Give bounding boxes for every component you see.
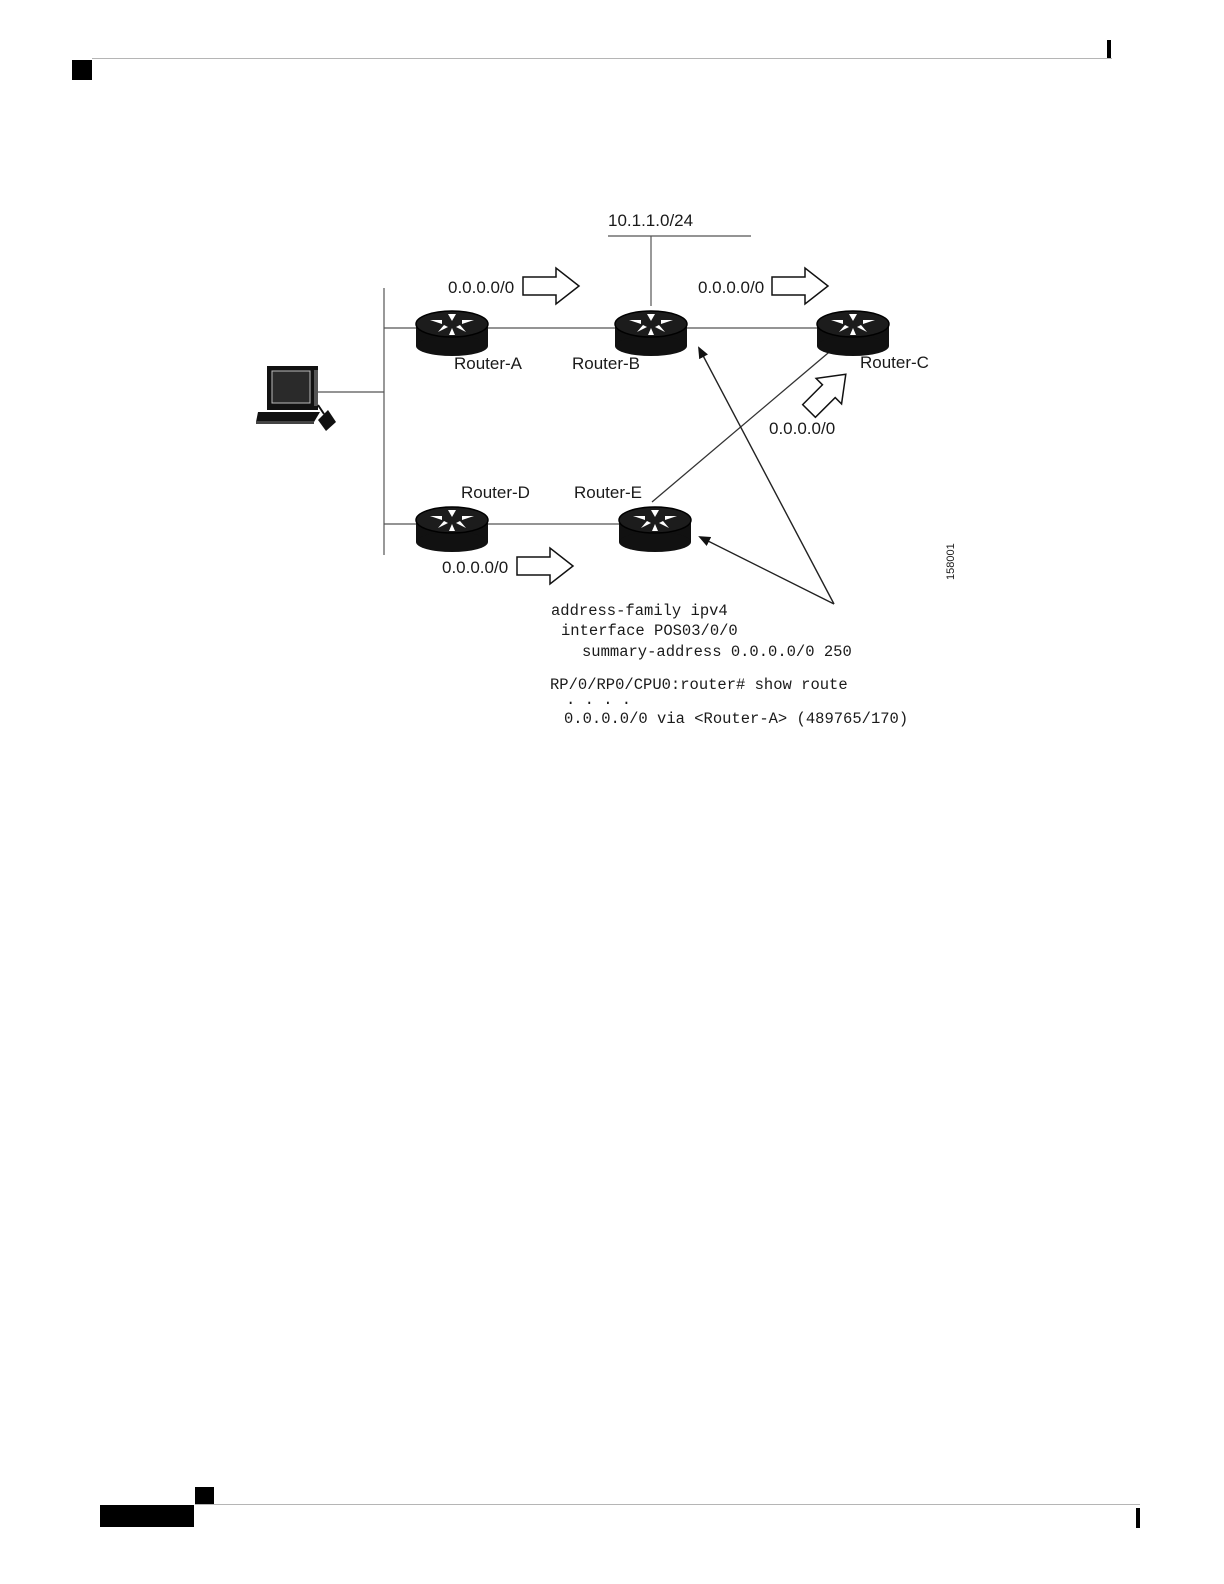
route-label-d-e: 0.0.0.0/0 <box>442 558 508 577</box>
workstation-icon <box>256 366 336 431</box>
router-e-label: Router-E <box>574 483 642 502</box>
config-line-address-family: address-family ipv4 <box>551 602 728 620</box>
hollow-arrow-icon-a-b <box>523 268 579 304</box>
hollow-arrow-icon-e-c <box>796 361 858 423</box>
route-label-e-c: 0.0.0.0/0 <box>769 419 835 438</box>
figure-id: 158001 <box>945 543 957 580</box>
router-c-label: Router-C <box>860 353 929 372</box>
callout-arrow-router-b <box>699 348 834 604</box>
cli-output-ellipsis: . . . . <box>566 691 631 709</box>
network-label: 10.1.1.0/24 <box>608 211 693 230</box>
router-a-icon <box>416 311 488 356</box>
router-c-icon <box>817 311 889 356</box>
router-e-icon <box>619 507 691 552</box>
hollow-arrow-icon-b-c <box>772 268 828 304</box>
router-d-icon <box>416 507 488 552</box>
router-a-label: Router-A <box>454 354 523 373</box>
router-d-label: Router-D <box>461 483 530 502</box>
cli-output-route: 0.0.0.0/0 via <Router-A> (489765/170) <box>564 710 908 728</box>
route-label-b-c: 0.0.0.0/0 <box>698 278 764 297</box>
hollow-arrow-icon-d-e <box>517 548 573 584</box>
config-line-interface: interface POS03/0/0 <box>561 622 738 640</box>
config-line-summary-address: summary-address 0.0.0.0/0 250 <box>582 643 852 661</box>
router-b-icon <box>615 311 687 356</box>
router-b-label: Router-B <box>572 354 640 373</box>
callout-arrow-router-e <box>700 537 834 604</box>
route-label-a-b: 0.0.0.0/0 <box>448 278 514 297</box>
